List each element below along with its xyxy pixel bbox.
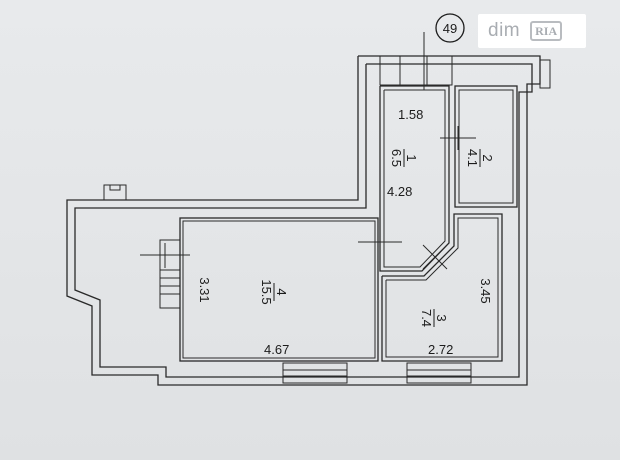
dim-room4-width: 4.67 <box>264 342 289 357</box>
room-3-label: 3 7.4 <box>419 309 449 327</box>
windows <box>282 362 472 384</box>
room-4-number: 4 <box>274 288 289 295</box>
building-number-badge: 49 <box>435 13 465 43</box>
building-number: 49 <box>443 21 457 36</box>
dim-room3-width: 2.72 <box>428 342 453 357</box>
dimria-watermark-logo: dim RIA <box>478 14 586 48</box>
room-3-outline <box>381 213 503 362</box>
room-2-outline <box>454 85 518 208</box>
dim-corridor-vertical: 4.28 <box>387 184 412 199</box>
watermark-badge: RIA <box>530 21 563 41</box>
room-2-number: 2 <box>480 154 495 161</box>
room-2-area: 4.1 <box>465 149 480 167</box>
room-3-area: 7.4 <box>419 309 434 327</box>
dim-room4-height: 3.31 <box>197 277 212 302</box>
watermark-brand: dim <box>488 20 521 41</box>
door-marks <box>140 32 476 270</box>
room-1-number: 1 <box>404 154 419 161</box>
room-1-area: 6.5 <box>389 149 404 167</box>
balcony-door <box>159 239 181 309</box>
room-1-label: 1 6.5 <box>389 149 419 167</box>
room-4-area: 15.5 <box>259 279 274 304</box>
dim-top: 1.58 <box>398 107 423 122</box>
room-3-number: 3 <box>434 314 449 321</box>
outer-walls <box>66 55 551 386</box>
room-2-label: 2 4.1 <box>465 149 495 167</box>
room-4-label: 4 15.5 <box>259 279 289 304</box>
dim-room3-height: 3.45 <box>478 278 493 303</box>
